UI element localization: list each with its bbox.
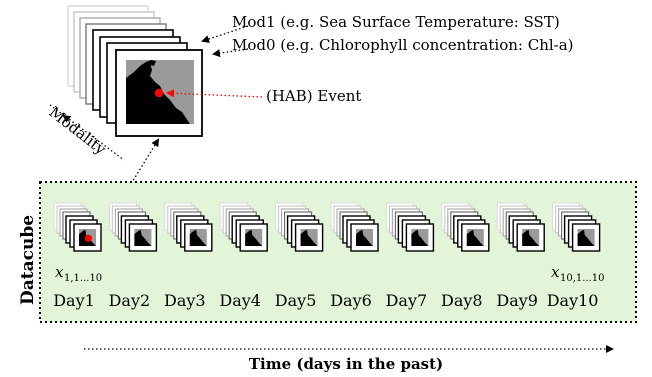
day-event-marker [84,234,92,242]
day-label: Day4 [219,291,261,310]
day-stack [385,202,435,252]
datacube-label: Datacube [18,215,38,305]
x-first-label: x 1,1...10 [55,263,102,284]
day-label: Day2 [109,291,151,310]
day-stack [108,202,158,252]
x-first-sub: 1,1...10 [64,273,102,284]
mod0-label: Mod0 (e.g. Chlorophyll concentration: Ch… [232,36,574,54]
day-label: Day5 [275,291,317,310]
time-axis-label: Time (days in the past) [249,355,443,372]
day-label: Day9 [496,291,538,310]
x-first-base: x [55,263,64,281]
event-label: (HAB) Event [266,87,361,105]
day-frame [571,223,601,252]
day-stacks [53,202,601,252]
day-stack [164,202,213,252]
day-image-land [245,229,263,246]
day-stack [330,202,379,252]
day-label: Day8 [441,291,483,310]
day-image-land [411,229,429,246]
day-image-land [522,229,540,246]
x-last-sub: 10,1...10 [560,273,605,284]
day-stack [441,202,490,252]
day-label: Day1 [53,291,95,310]
day-labels: Day1 Day2 Day3 Day4 Day5 Day6 Day7 Day8 Day9 Day1… [53,291,598,310]
day-stack [552,202,601,252]
day-label: Day6 [330,291,372,310]
day-image-land [134,229,152,246]
event-marker [154,88,164,98]
day-image-land [577,229,595,246]
day-stack [219,202,268,252]
day-image-land [300,229,318,246]
day-label: Day10 [547,291,599,310]
day-frame [73,223,102,252]
x-last-base: x [551,263,560,281]
modality-axis [49,104,125,161]
day-stack [496,202,545,252]
day-image-land [189,229,207,246]
modality-stack [67,5,203,137]
mod0-arrow [212,48,249,58]
day-stack [53,202,102,252]
day-image-land [466,229,484,246]
x-last-label: x 10,1...10 [551,263,605,284]
day-stack [275,202,324,252]
day-label: Day7 [386,291,428,310]
mod1-label: Mod1 (e.g. Sea Surface Temperature: SST) [232,13,560,31]
day-image-land [356,229,373,246]
day-label: Day3 [164,291,206,310]
